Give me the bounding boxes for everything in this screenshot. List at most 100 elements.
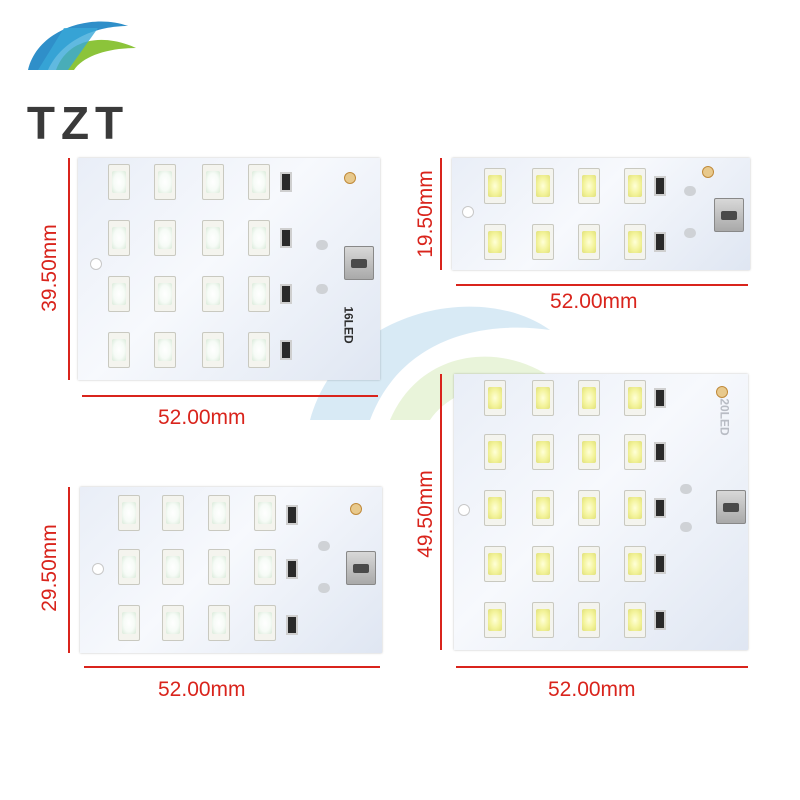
- led: [532, 490, 554, 526]
- silk-label-20led: 20LED: [717, 398, 732, 436]
- resistor: [280, 172, 292, 192]
- resistor: [280, 228, 292, 248]
- mount-hole: [458, 504, 470, 516]
- width-arrow: [456, 666, 748, 668]
- led: [248, 220, 270, 256]
- height-arrow: [68, 487, 70, 653]
- board-16led: 16LED: [78, 158, 380, 380]
- mount-hole: [702, 166, 714, 178]
- led: [624, 490, 646, 526]
- height-label: 29.50mm: [38, 524, 61, 612]
- led: [484, 602, 506, 638]
- led: [624, 434, 646, 470]
- solder-pad: [316, 284, 328, 294]
- led: [108, 276, 130, 312]
- led: [162, 495, 184, 531]
- led: [248, 276, 270, 312]
- led: [202, 220, 224, 256]
- resistor: [654, 176, 666, 196]
- led: [578, 168, 600, 204]
- led: [254, 495, 276, 531]
- mount-hole: [90, 258, 102, 270]
- width-arrow: [456, 284, 748, 286]
- silk-label-16led: 16LED: [341, 306, 356, 344]
- led: [248, 164, 270, 200]
- mount-hole: [350, 503, 362, 515]
- led: [624, 602, 646, 638]
- width-label: 52.00mm: [550, 290, 638, 313]
- led: [578, 546, 600, 582]
- led: [578, 224, 600, 260]
- led: [248, 332, 270, 368]
- resistor: [654, 388, 666, 408]
- resistor: [286, 615, 298, 635]
- height-label: 49.50mm: [414, 470, 437, 558]
- led: [532, 168, 554, 204]
- solder-pad: [318, 541, 330, 551]
- led: [532, 380, 554, 416]
- led: [532, 224, 554, 260]
- led: [208, 495, 230, 531]
- led: [254, 605, 276, 641]
- led: [208, 605, 230, 641]
- led: [484, 168, 506, 204]
- led: [118, 495, 140, 531]
- led: [484, 224, 506, 260]
- micro-usb-connector: [344, 246, 374, 280]
- solder-pad: [316, 240, 328, 250]
- micro-usb-connector: [714, 198, 744, 232]
- led: [532, 602, 554, 638]
- led: [254, 549, 276, 585]
- led: [154, 276, 176, 312]
- solder-pad: [684, 186, 696, 196]
- micro-usb-connector: [716, 490, 746, 524]
- logo-swoosh-icon: [28, 21, 136, 70]
- width-label: 52.00mm: [158, 406, 246, 429]
- led: [484, 380, 506, 416]
- board-12led: [80, 487, 382, 653]
- width-arrow: [84, 666, 380, 668]
- led: [202, 332, 224, 368]
- mount-hole: [344, 172, 356, 184]
- led: [162, 549, 184, 585]
- led: [484, 434, 506, 470]
- solder-pad: [680, 484, 692, 494]
- led: [108, 164, 130, 200]
- led: [108, 332, 130, 368]
- resistor: [654, 554, 666, 574]
- led: [624, 380, 646, 416]
- led: [484, 490, 506, 526]
- resistor: [654, 442, 666, 462]
- micro-usb-connector: [346, 551, 376, 585]
- led: [578, 380, 600, 416]
- resistor: [286, 559, 298, 579]
- height-arrow: [440, 158, 442, 270]
- resistor: [286, 505, 298, 525]
- board-8led: [452, 158, 750, 270]
- mount-hole: [462, 206, 474, 218]
- led: [154, 220, 176, 256]
- led: [532, 546, 554, 582]
- led: [118, 605, 140, 641]
- tzt-logo: TZT: [8, 8, 148, 149]
- resistor: [280, 284, 292, 304]
- led: [108, 220, 130, 256]
- led: [154, 332, 176, 368]
- mount-hole: [716, 386, 728, 398]
- logo-text: TZT: [26, 97, 130, 149]
- mount-hole: [92, 563, 104, 575]
- led: [532, 434, 554, 470]
- resistor: [280, 340, 292, 360]
- resistor: [654, 610, 666, 630]
- width-label: 52.00mm: [548, 678, 636, 701]
- board-20led: 20LED: [454, 374, 748, 650]
- led: [484, 546, 506, 582]
- height-label: 19.50mm: [414, 170, 437, 258]
- led: [624, 168, 646, 204]
- width-arrow: [82, 395, 378, 397]
- solder-pad: [680, 522, 692, 532]
- led: [118, 549, 140, 585]
- width-label: 52.00mm: [158, 678, 246, 701]
- led: [624, 546, 646, 582]
- resistor: [654, 498, 666, 518]
